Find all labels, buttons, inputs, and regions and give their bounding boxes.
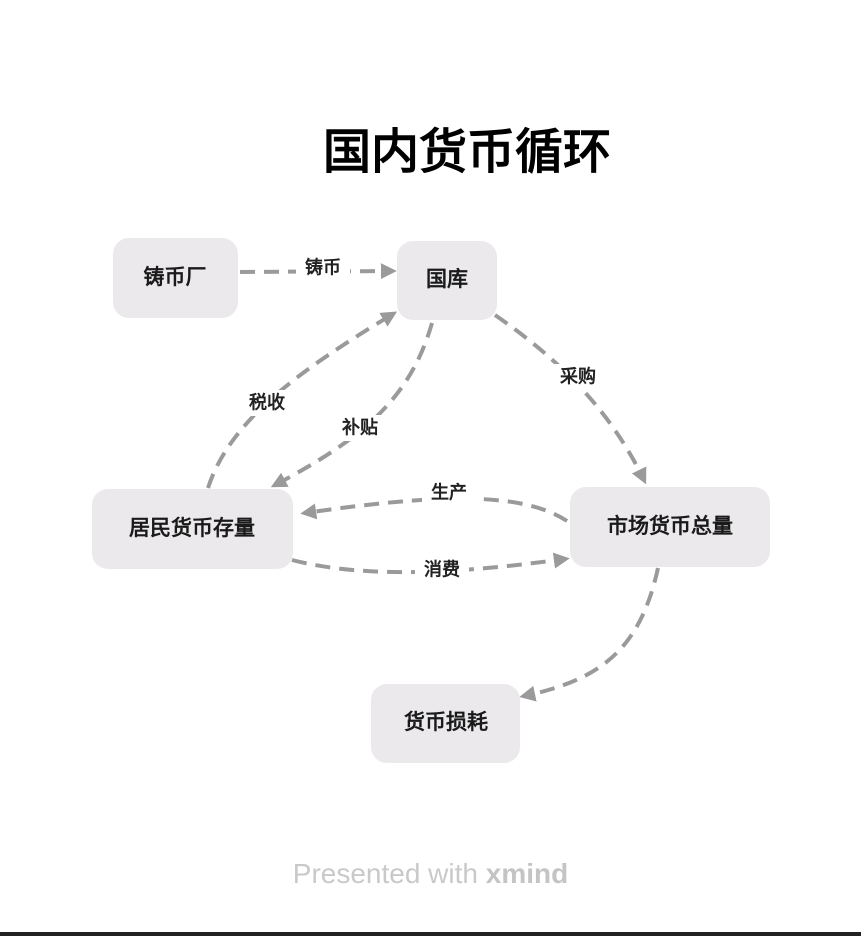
svg-text:居民货币存量: 居民货币存量	[129, 516, 255, 540]
diagram-title: 国内货币循环	[323, 124, 611, 180]
svg-text:铸币厂: 铸币厂	[144, 265, 207, 289]
svg-text:补贴: 补贴	[341, 417, 378, 439]
edge-label-minting: 铸币	[296, 256, 350, 282]
edge-loss[interactable]	[519, 567, 660, 702]
edge-tax[interactable]	[206, 311, 398, 489]
edge-label-subsidy: 补贴	[333, 415, 387, 441]
xmind-logo: xmind	[485, 858, 569, 889]
edge-label-production: 生产	[422, 480, 476, 506]
svg-text:生产: 生产	[431, 482, 467, 504]
node-loss[interactable]: 货币损耗	[371, 684, 520, 763]
edge-label-tax: 税收	[240, 390, 294, 416]
edge-label-purchase: 采购	[551, 364, 605, 390]
svg-text:税收: 税收	[249, 392, 285, 414]
edge-subsidy[interactable]	[270, 322, 434, 488]
node-mint[interactable]: 铸币厂	[113, 238, 238, 318]
node-market[interactable]: 市场货币总量	[570, 487, 770, 567]
svg-text:货币损耗: 货币损耗	[404, 710, 488, 734]
footer-prefix: Presented with	[292, 858, 478, 889]
svg-text:消费: 消费	[424, 559, 460, 581]
bottom-divider	[0, 932, 861, 936]
svg-text:采购: 采购	[559, 366, 596, 388]
node-household[interactable]: 居民货币存量	[92, 489, 293, 569]
edge-label-consumption: 消费	[415, 557, 469, 583]
edge-purchase[interactable]	[493, 313, 647, 485]
svg-text:国库: 国库	[426, 267, 468, 291]
node-treasury[interactable]: 国库	[397, 241, 497, 320]
svg-text:市场货币总量: 市场货币总量	[607, 514, 733, 538]
svg-text:铸币: 铸币	[305, 257, 341, 279]
footer-credit: Presented with xmind	[0, 858, 861, 890]
